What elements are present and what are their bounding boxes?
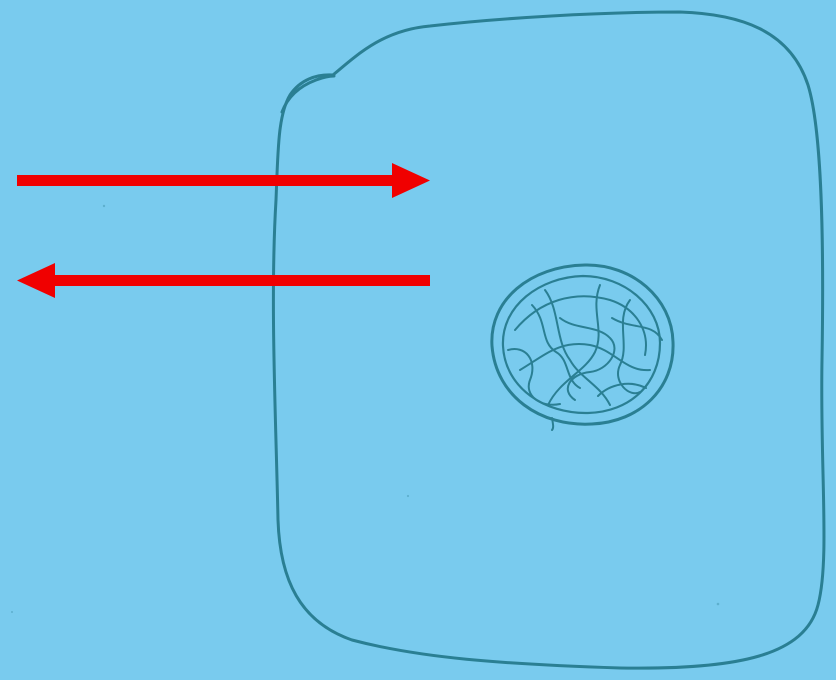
outward-arrow-shaft xyxy=(52,275,430,286)
inward-arrow-shaft xyxy=(17,175,395,186)
